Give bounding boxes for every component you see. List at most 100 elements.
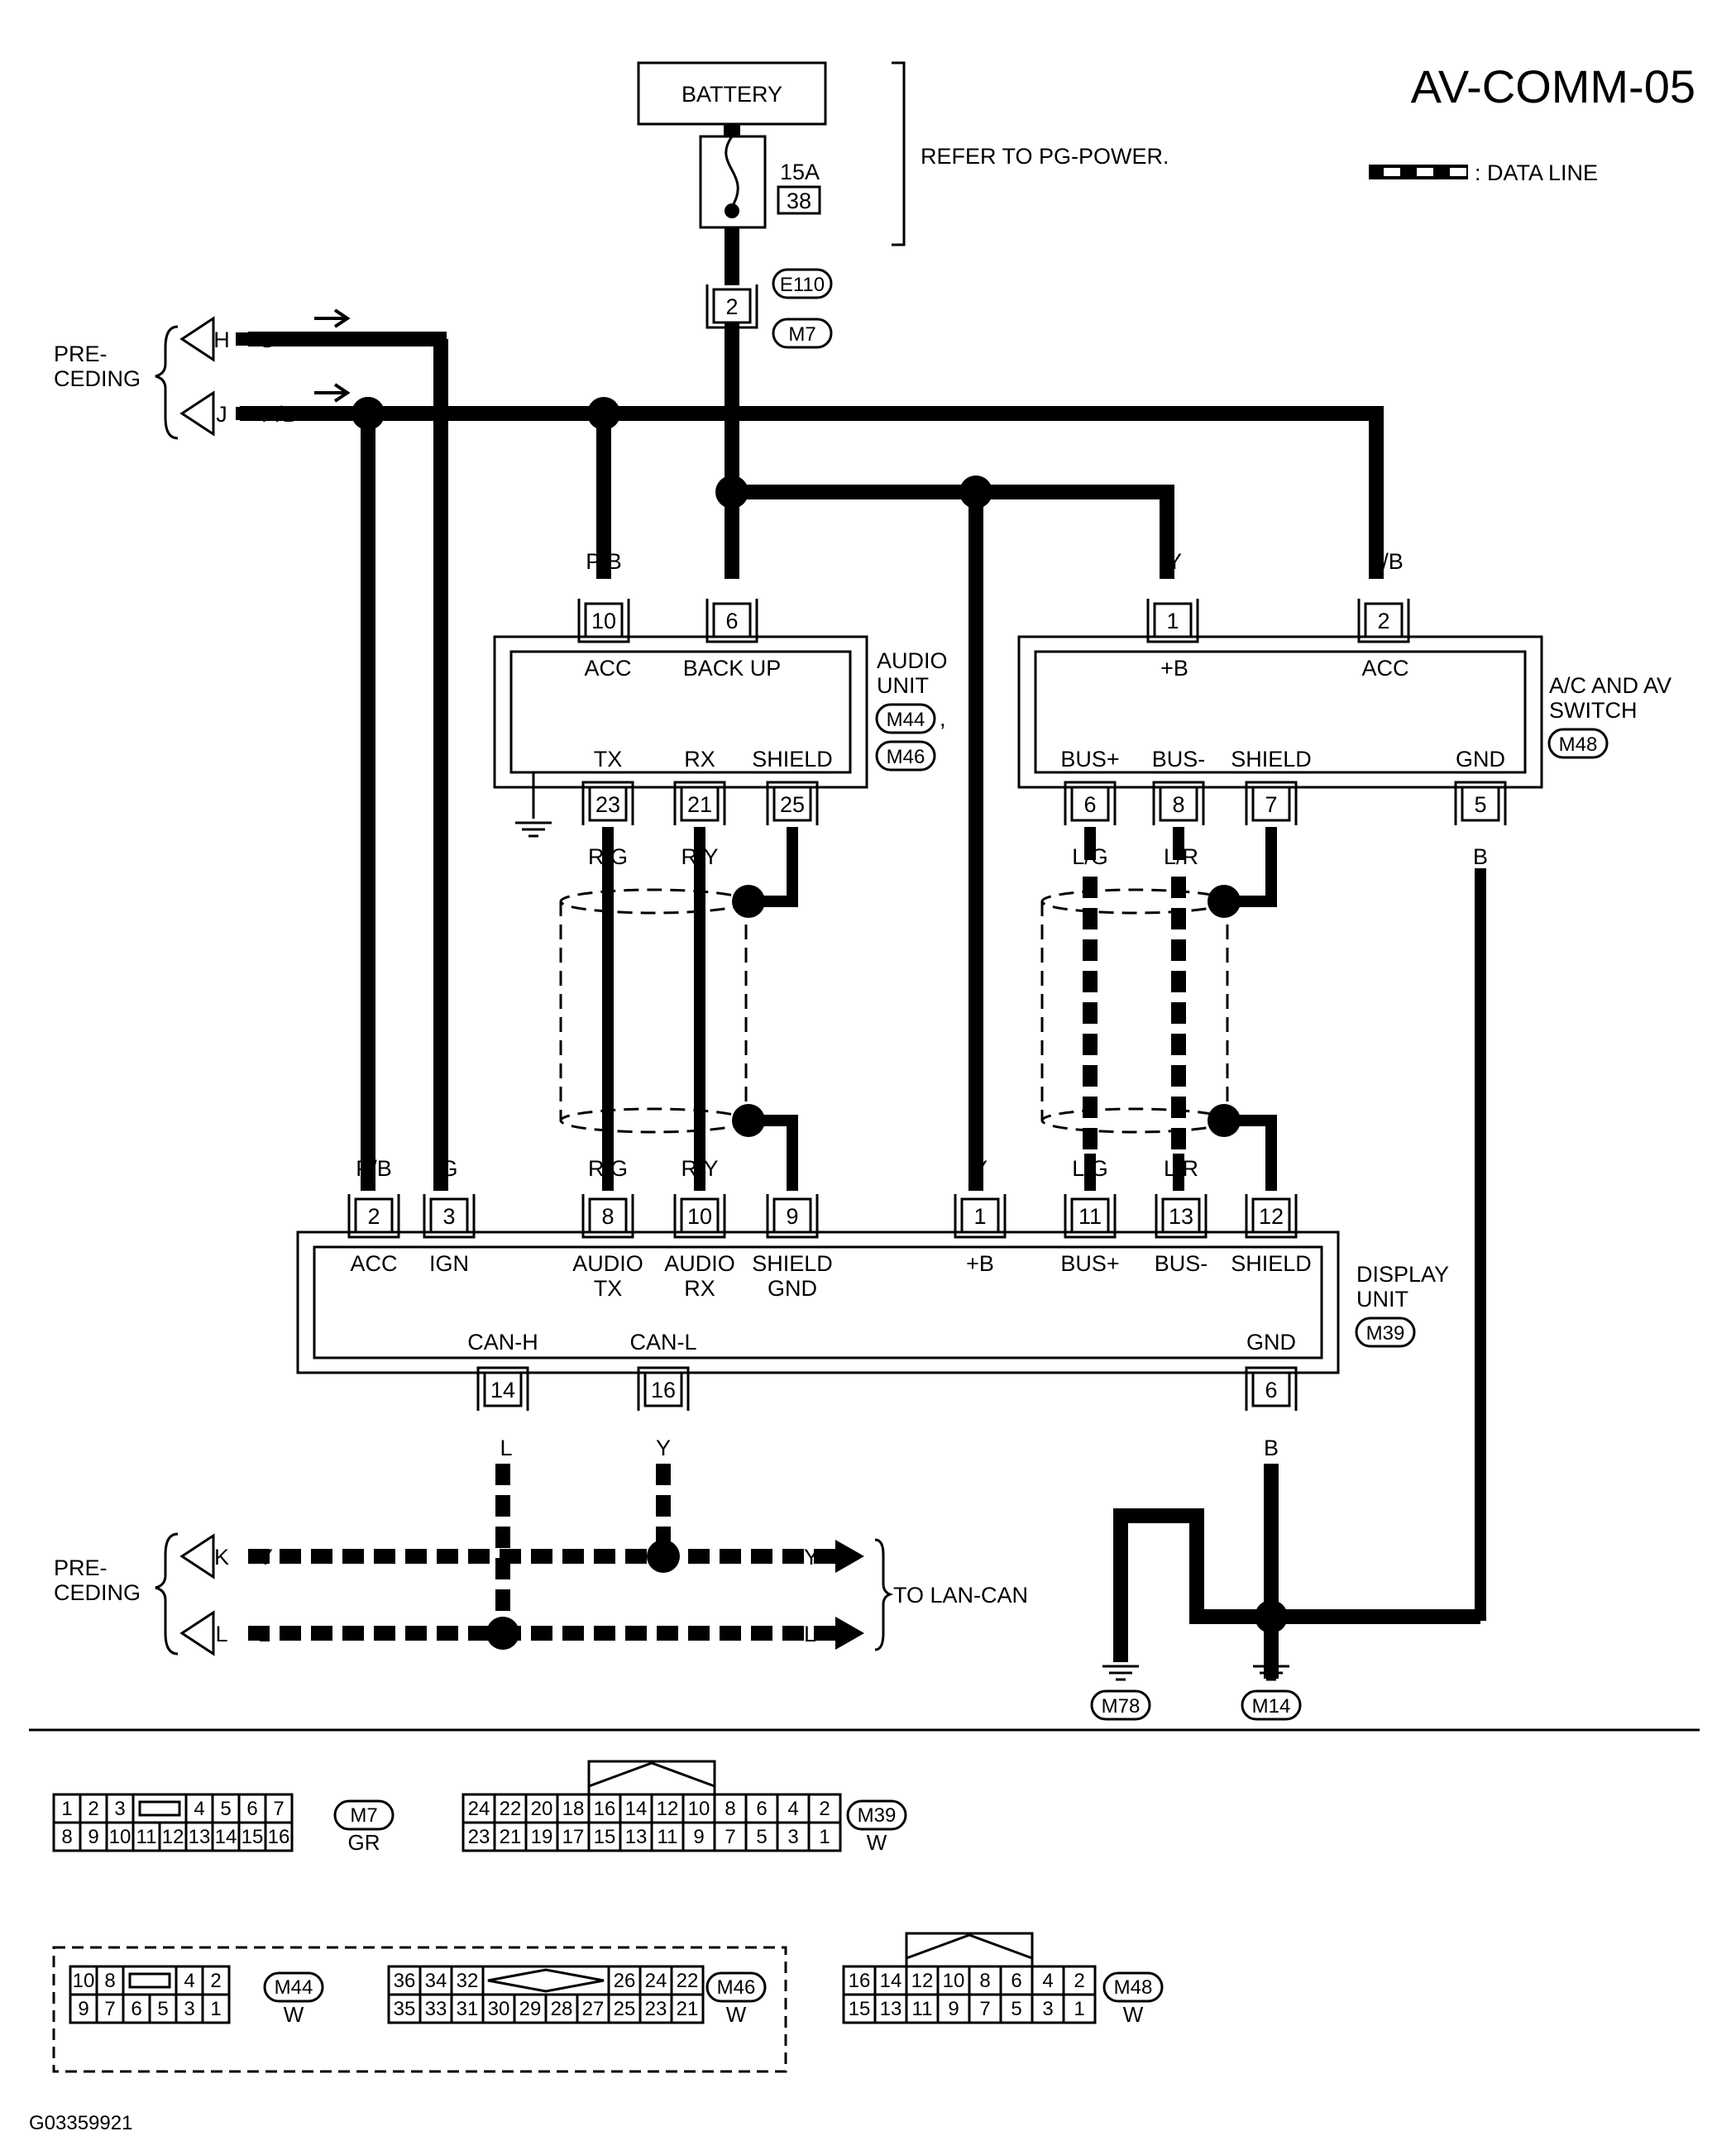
- connector-m78: M78: [1102, 1695, 1141, 1718]
- pin-number: 5: [756, 1826, 767, 1848]
- pin-number: 14: [880, 1970, 902, 1992]
- svg-text:Y: Y: [258, 1545, 273, 1570]
- svg-text:BACK UP: BACK UP: [683, 656, 782, 681]
- switch-pin-6: 6: [1083, 792, 1096, 817]
- svg-text:UNIT: UNIT: [1356, 1287, 1408, 1312]
- svg-text:BUS-: BUS-: [1155, 1251, 1208, 1276]
- ground-wires: [1113, 1464, 1480, 1679]
- pin-number: 16: [849, 1970, 871, 1992]
- pin-number: 13: [625, 1826, 648, 1848]
- pin-number: 14: [215, 1826, 237, 1848]
- to-lan-can-label: TO LAN-CAN: [893, 1583, 1028, 1608]
- pin-number: 11: [658, 1826, 678, 1848]
- svg-text:SHIELD: SHIELD: [752, 1251, 833, 1276]
- pin-number: 1: [61, 1798, 72, 1820]
- battery-box: [637, 61, 827, 126]
- audio-pin-23: 23: [595, 792, 620, 817]
- pin-number: 17: [562, 1826, 585, 1848]
- pin-number: 25: [614, 1998, 636, 2020]
- pin-number: 11: [912, 1998, 933, 2020]
- display-pin-10: 10: [687, 1204, 712, 1229]
- svg-text:SHIELD: SHIELD: [752, 747, 833, 772]
- pin-number: 13: [189, 1826, 211, 1848]
- svg-text:R/Y: R/Y: [681, 844, 718, 869]
- pin-number: 11: [136, 1826, 157, 1848]
- pin-number: 36: [394, 1970, 416, 1992]
- switch-pin-2: 2: [1377, 609, 1389, 633]
- pin-number: 2: [88, 1798, 98, 1820]
- pin-number: 2: [819, 1798, 830, 1820]
- svg-text:R/Y: R/Y: [681, 1156, 718, 1181]
- display-pin-2: 2: [367, 1204, 380, 1229]
- pin-number: 9: [693, 1826, 704, 1848]
- pin-number: 15: [594, 1826, 616, 1848]
- switch-name: A/C AND AV: [1549, 673, 1671, 698]
- switch-pin-5: 5: [1474, 792, 1486, 817]
- svg-text:CEDING: CEDING: [54, 1580, 141, 1605]
- svg-text:UNIT: UNIT: [877, 673, 929, 698]
- pin-number: 6: [131, 1998, 141, 2020]
- switch-pin-1: 1: [1166, 609, 1179, 633]
- pin-number: 10: [109, 1826, 132, 1848]
- pin-number: 33: [425, 1998, 447, 2020]
- svg-text:TX: TX: [594, 747, 623, 772]
- pin-number: 4: [184, 1970, 194, 1992]
- pin-number: 10: [73, 1970, 95, 1992]
- pin-number: 22: [677, 1970, 699, 1992]
- pin-number: 4: [1042, 1970, 1053, 1992]
- wire-label-y-mid: Y: [725, 344, 739, 369]
- svg-text:B: B: [1113, 1547, 1128, 1572]
- pin-number: 7: [273, 1798, 284, 1820]
- pin-number: 24: [468, 1798, 490, 1820]
- shield-drains: [732, 885, 1241, 1137]
- svg-text:L: L: [258, 1622, 270, 1646]
- svg-text:GND: GND: [1246, 1330, 1296, 1355]
- connector-m7: M7: [788, 323, 815, 346]
- m44-m46-group: [52, 1946, 787, 2073]
- svg-text:AUDIO: AUDIO: [572, 1251, 643, 1276]
- pin-number: 2: [1074, 1970, 1084, 1992]
- svg-text:L/G: L/G: [1072, 844, 1108, 869]
- display-pin-13: 13: [1169, 1204, 1193, 1229]
- pin-number: 5: [157, 1998, 168, 2020]
- svg-text:B: B: [1189, 1547, 1204, 1572]
- audio-pin-25: 25: [780, 792, 805, 817]
- display-pin-16: 16: [651, 1378, 676, 1402]
- arrow-icon: [314, 308, 351, 328]
- can-bus-lines: [248, 1464, 835, 1641]
- pin-number: 9: [78, 1998, 88, 2020]
- svg-text:ACC: ACC: [350, 1251, 397, 1276]
- connector-m39: M39: [1366, 1322, 1405, 1345]
- svg-text:BUS+: BUS+: [1060, 747, 1119, 772]
- pin-number: 9: [948, 1998, 959, 2020]
- switch-pin-8: 8: [1172, 792, 1184, 817]
- pin-number: 3: [184, 1998, 194, 2020]
- signal-wires: [602, 827, 1486, 1621]
- pin-number: 6: [756, 1798, 767, 1820]
- svg-text:BUS-: BUS-: [1152, 747, 1206, 772]
- svg-text:CAN-L: CAN-L: [629, 1330, 696, 1355]
- svg-text:BUS+: BUS+: [1060, 1251, 1119, 1276]
- pin-number: 26: [614, 1970, 636, 1992]
- pin-number: 21: [677, 1998, 699, 2020]
- display-pin-11: 11: [1078, 1204, 1102, 1229]
- display-pin-8: 8: [601, 1204, 614, 1229]
- svg-text:Y: Y: [656, 1436, 671, 1460]
- svg-text:SHIELD: SHIELD: [1231, 747, 1312, 772]
- audio-pin-21: 21: [687, 792, 712, 817]
- display-pin-12: 12: [1259, 1204, 1284, 1229]
- connector-tag-h: [179, 316, 215, 362]
- svg-text:Y: Y: [973, 1156, 988, 1181]
- audio-pin-10: 10: [591, 609, 616, 633]
- svg-text:P/B: P/B: [356, 1156, 392, 1181]
- arrow-right-icon: [835, 1540, 864, 1573]
- ac-av-switch: Y P/B 1 2 +B ACC BUS+ BUS- SHIELD GND A/…: [1017, 549, 1671, 827]
- display-pin-6: 6: [1265, 1378, 1277, 1402]
- svg-text:L: L: [804, 1622, 816, 1646]
- pin-number: 31: [457, 1998, 479, 2020]
- connector-view-tag: M44: [275, 1976, 313, 1999]
